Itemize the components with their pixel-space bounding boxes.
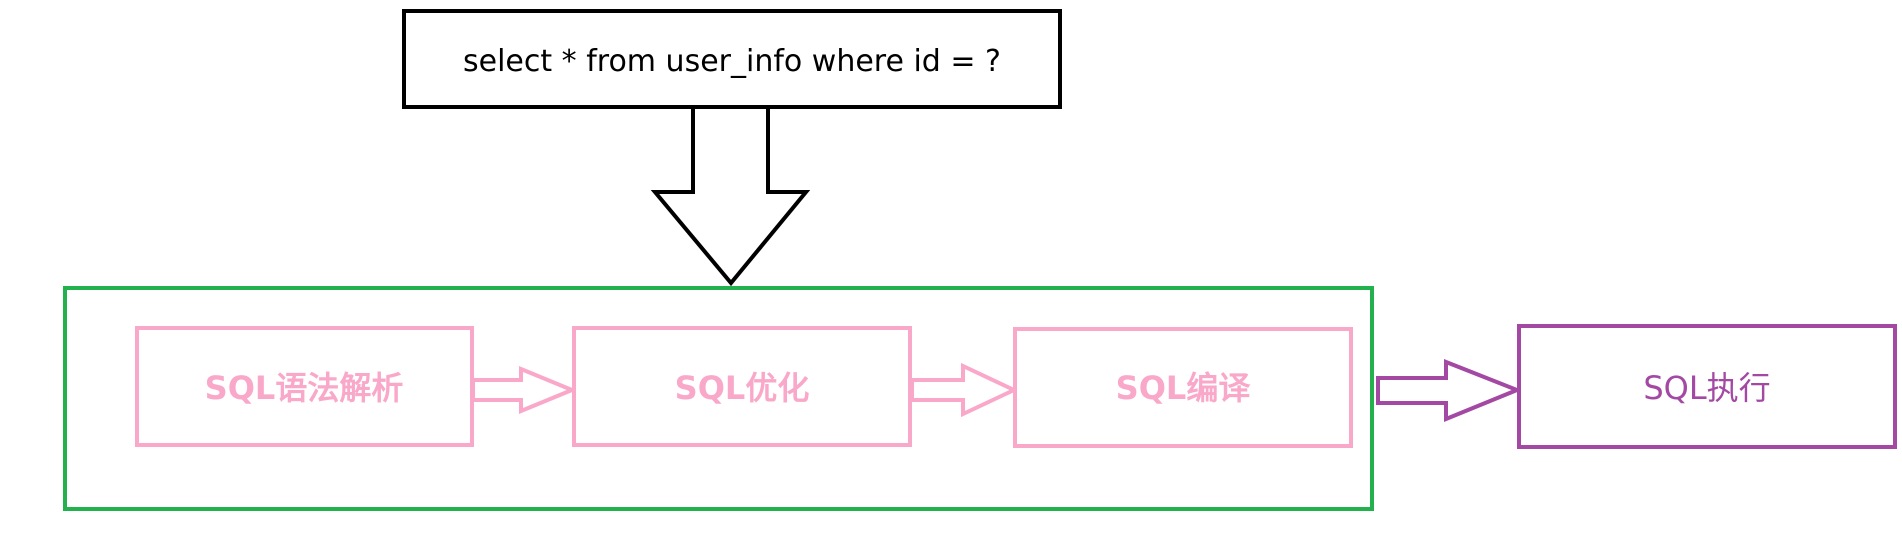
- step-compile: SQL编译: [1013, 327, 1353, 448]
- step-box: [135, 326, 474, 447]
- execution-box: [1517, 324, 1897, 449]
- down-arrow-icon: [650, 105, 811, 287]
- query-box: [402, 9, 1062, 109]
- right-arrow-icon: [1376, 359, 1523, 422]
- right-arrow-icon: [910, 362, 1019, 418]
- execution-node: SQL执行: [1517, 324, 1897, 449]
- right-arrow-icon: [471, 366, 578, 414]
- execution-label: SQL执行: [1643, 369, 1770, 407]
- processing-group: [63, 286, 1374, 511]
- step-box: [1013, 327, 1353, 448]
- step-label: SQL编译: [1116, 369, 1252, 407]
- query-node: select * from user_info where id = ?: [402, 9, 1062, 109]
- step-syntax-parse: SQL语法解析: [135, 326, 474, 447]
- step-label: SQL优化: [675, 369, 810, 407]
- step-optimize: SQL优化: [572, 326, 912, 447]
- step-label: SQL语法解析: [205, 369, 404, 407]
- query-text: select * from user_info where id = ?: [463, 44, 1001, 79]
